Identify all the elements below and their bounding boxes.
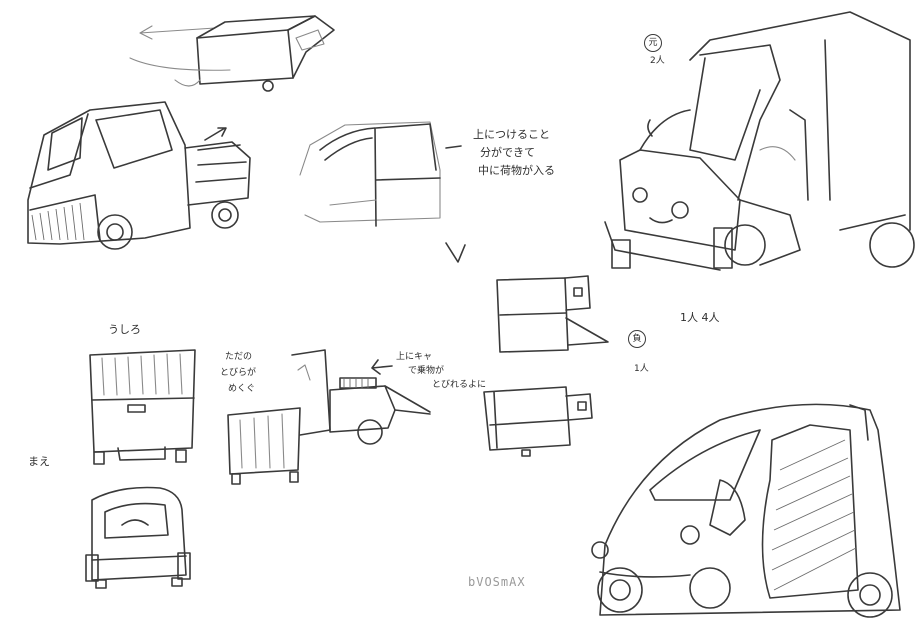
cover-open-sketch — [227, 349, 331, 485]
box-net-sketch — [483, 275, 609, 457]
bubble-car-sketch — [591, 403, 901, 618]
roof-note-line1: 上につけること — [473, 128, 550, 141]
three-wheel-vehicle-sketch — [604, 11, 915, 271]
signature: bVOSmAX — [468, 575, 526, 589]
circled-mark-top: 元 — [644, 34, 662, 52]
cover-roof-sketch — [299, 121, 466, 263]
roof-note-line2: 分ができて — [480, 146, 535, 159]
back-label: うしろ — [108, 323, 141, 336]
top-note-line3: とびれるよに — [432, 380, 487, 390]
top-note-line1: 上にキャ — [396, 352, 433, 362]
circled-mark-top-sub: 2人 — [650, 56, 665, 66]
cover-note-line1: ただの — [225, 352, 253, 362]
circled-mark-bottom: 負 — [628, 330, 646, 348]
front-label: まえ — [28, 455, 50, 468]
circled-mark-bottom-sub: 1人 — [634, 364, 649, 374]
cover-note-line2: とびらが — [220, 368, 257, 378]
roof-note-line3: 中に荷物が入る — [478, 164, 555, 177]
side-rack-sketch — [329, 359, 431, 445]
front-view-sketch — [85, 486, 191, 589]
cover-note-line3: めくぐ — [228, 384, 256, 394]
mini-truck-sketch — [27, 101, 251, 250]
people-count: 1人 4人 — [680, 311, 720, 324]
floating-cargo-box-sketch — [129, 15, 335, 92]
top-note-line2: で乗物が — [408, 366, 445, 376]
rear-view-sketch — [89, 349, 196, 465]
